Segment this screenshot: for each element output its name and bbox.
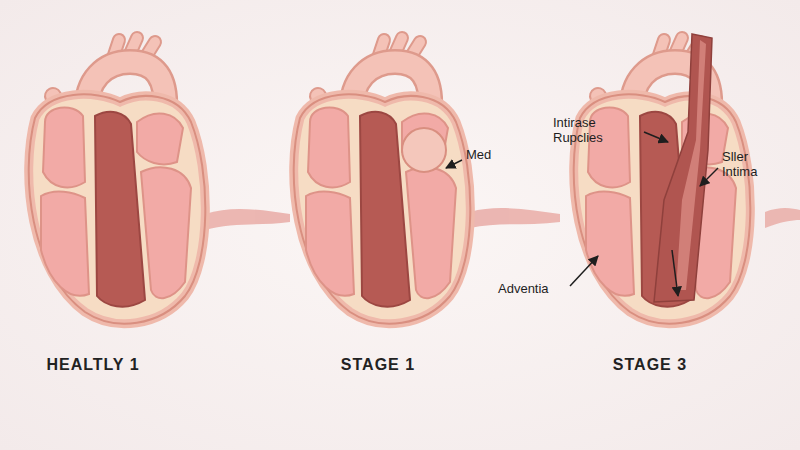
callout-label: Adventia (498, 282, 549, 297)
callout-label: Intirase Rupclies (553, 116, 641, 146)
stage-label: HEALTLY 1 (46, 356, 139, 374)
stage-label: STAGE 3 (613, 356, 687, 374)
callout-label: Sller Intima (722, 150, 784, 180)
stage-label: STAGE 1 (341, 356, 415, 374)
callout-label: Med (466, 148, 491, 163)
